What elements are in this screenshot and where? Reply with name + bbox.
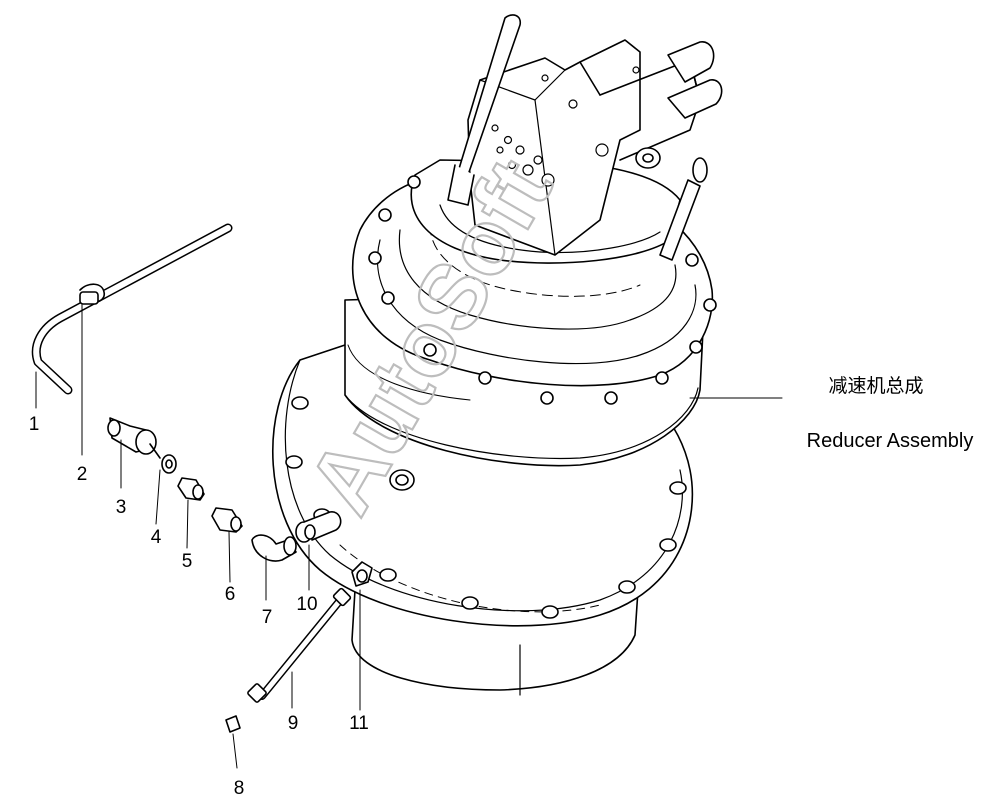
reducer-assembly bbox=[271, 14, 723, 696]
ring-bolts bbox=[368, 175, 717, 405]
part-5-nut bbox=[177, 477, 205, 501]
part-7-elbow bbox=[251, 534, 297, 562]
part-2-clamp bbox=[79, 283, 106, 305]
vertical-pipe bbox=[457, 14, 522, 176]
part-9-tube bbox=[247, 587, 352, 703]
callout-1: 1 bbox=[29, 414, 40, 435]
callout-5: 5 bbox=[182, 551, 193, 572]
leader-lines bbox=[35, 304, 783, 769]
callout-7: 7 bbox=[262, 607, 273, 628]
flange-bolt-holes bbox=[285, 396, 687, 619]
part-1-rod bbox=[31, 223, 233, 395]
callout-8: 8 bbox=[234, 778, 245, 799]
part-8-plug bbox=[225, 715, 241, 733]
valve-block bbox=[467, 39, 723, 256]
callout-6: 6 bbox=[225, 584, 236, 605]
part-11-fitting bbox=[351, 561, 373, 587]
callout-numbers: 1 2 3 4 5 6 7 10 9 11 8 bbox=[29, 414, 369, 799]
assembly-label: 减速机总成 Reducer Assembly bbox=[807, 375, 974, 452]
part-6-fitting bbox=[211, 507, 243, 533]
callout-2: 2 bbox=[77, 464, 88, 485]
callout-11: 11 bbox=[349, 713, 369, 734]
callout-10: 10 bbox=[296, 594, 317, 615]
part-3-valve bbox=[107, 417, 161, 459]
assembly-label-english: Reducer Assembly bbox=[807, 430, 974, 452]
part-10-coupling bbox=[295, 511, 342, 543]
callout-9: 9 bbox=[288, 713, 299, 734]
assembly-label-chinese: 减速机总成 bbox=[828, 375, 923, 397]
callout-3: 3 bbox=[116, 497, 127, 518]
callout-4: 4 bbox=[151, 527, 162, 548]
right-pipe bbox=[659, 179, 701, 261]
